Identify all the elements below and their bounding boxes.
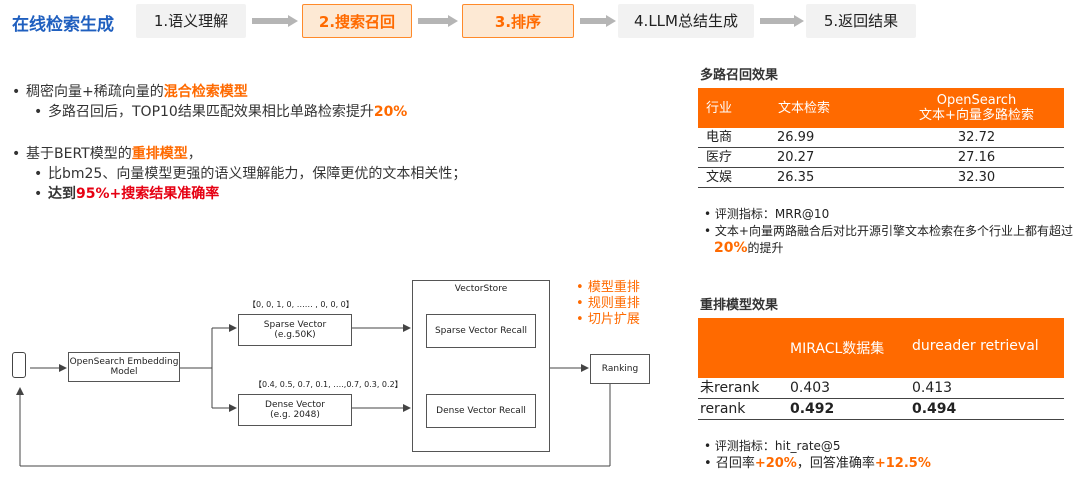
rerank-note-1: • 评测指标：hit_rate@5 xyxy=(704,439,841,453)
dense-vector-box: Dense Vector (e.g. 2048) xyxy=(238,394,352,426)
arrow-icon xyxy=(252,15,298,27)
bullet-hybrid-sub: •多路召回后，TOP10结果匹配效果相比单路检索提升20% xyxy=(34,104,408,120)
phone-icon xyxy=(12,352,26,378)
recall-notes: • 评测指标：MRR@10 • 文本+向量两路融合后对比开源引擎文本检索在多个行… xyxy=(704,206,1074,257)
option-chunk-expand: • 切片扩展 xyxy=(576,312,640,327)
arrow-icon xyxy=(760,15,804,27)
dense-vector-title: Dense Vector xyxy=(265,400,325,410)
arrow-icon xyxy=(580,15,616,27)
embedding-model-box: OpenSearch Embedding Model xyxy=(68,352,180,382)
rerank-header: MIRACL数据集 dureader retrieval xyxy=(698,318,1064,378)
rerank-note-2: • 召回率+20%，回答准确率+12.5% xyxy=(704,456,931,471)
sparse-vector-title: Sparse Vector xyxy=(263,320,327,330)
header-dureader: dureader retrieval xyxy=(912,338,1039,354)
sparse-vector-sub: (e.g.50K) xyxy=(274,330,316,340)
step-5: 5.返回结果 xyxy=(806,4,916,38)
bullet-rerank-sub2: •达到95%+搜索结果准确率 xyxy=(34,186,220,202)
table-row: rerank 0.492 0.494 xyxy=(698,399,1064,420)
dense-vector-sub: (e.g. 2048) xyxy=(270,410,320,420)
step-1: 1.语义理解 xyxy=(136,4,246,38)
embedding-label: OpenSearch Embedding Model xyxy=(69,357,179,377)
ranking-box: Ranking xyxy=(590,354,650,384)
dense-recall-label: Dense Vector Recall xyxy=(436,406,526,416)
recall-title: 多路召回效果 xyxy=(700,68,779,83)
option-model-rerank: • 模型重排 xyxy=(576,280,640,295)
ranking-options: • 模型重排 • 规则重排 • 切片扩展 xyxy=(576,280,640,328)
rerank-notes: • 评测指标：hit_rate@5 • 召回率+20%，回答准确率+12.5% xyxy=(704,438,1074,472)
header-opensearch: OpenSearch 文本+向量多路检索 xyxy=(889,88,1064,128)
recall-note-2: • 文本+向量两路融合后对比开源引擎文本检索在多个行业上都有超过20%的提升 xyxy=(704,224,1073,256)
recall-note-1: • 评测指标：MRR@10 xyxy=(704,207,830,221)
step-3: 3.排序 xyxy=(462,4,574,38)
header-industry: 行业 xyxy=(698,88,777,128)
bullet-rerank-sub1: •比bm25、向量模型更强的语义理解能力，保障更优的文本相关性； xyxy=(34,166,467,182)
dense-vector-example: 【0.4, 0.5, 0.7, 0.1, ….,0.7, 0.3, 0.2】 xyxy=(254,380,403,389)
recall-header-row: 行业 文本检索 OpenSearch 文本+向量多路检索 xyxy=(698,88,1064,128)
ranking-label: Ranking xyxy=(601,364,639,374)
table-row: 未rerank 0.403 0.413 xyxy=(698,378,1064,399)
step-2: 2.搜索召回 xyxy=(302,4,412,38)
option-rule-rerank: • 规则重排 xyxy=(576,296,640,311)
bullet-hybrid: •稠密向量+稀疏向量的混合检索模型 xyxy=(12,84,248,100)
section-title: 在线检索生成 xyxy=(12,15,114,35)
header-text-search: 文本检索 xyxy=(777,88,889,128)
bullet-rerank: •基于BERT模型的重排模型， xyxy=(12,146,202,162)
diagram-lines xyxy=(16,324,611,467)
arrow-icon xyxy=(418,15,458,27)
rerank-title: 重排模型效果 xyxy=(700,298,779,313)
sparse-recall-label: Sparse Vector Recall xyxy=(434,326,528,336)
sparse-vector-box: Sparse Vector (e.g.50K) xyxy=(238,314,352,346)
dense-recall-box: Dense Vector Recall xyxy=(426,394,536,428)
pipeline-diagram: OpenSearch Embedding Model 【0, 0, 1, 0, … xyxy=(10,262,674,482)
sparse-recall-box: Sparse Vector Recall xyxy=(426,314,536,348)
sparse-vector-example: 【0, 0, 1, 0, …… , 0, 0, 0】 xyxy=(248,300,354,309)
header-miracl: MIRACL数据集 xyxy=(790,341,885,357)
vectorstore-label: VectorStore xyxy=(454,284,508,294)
step-4: 4.LLM总结生成 xyxy=(618,4,754,38)
